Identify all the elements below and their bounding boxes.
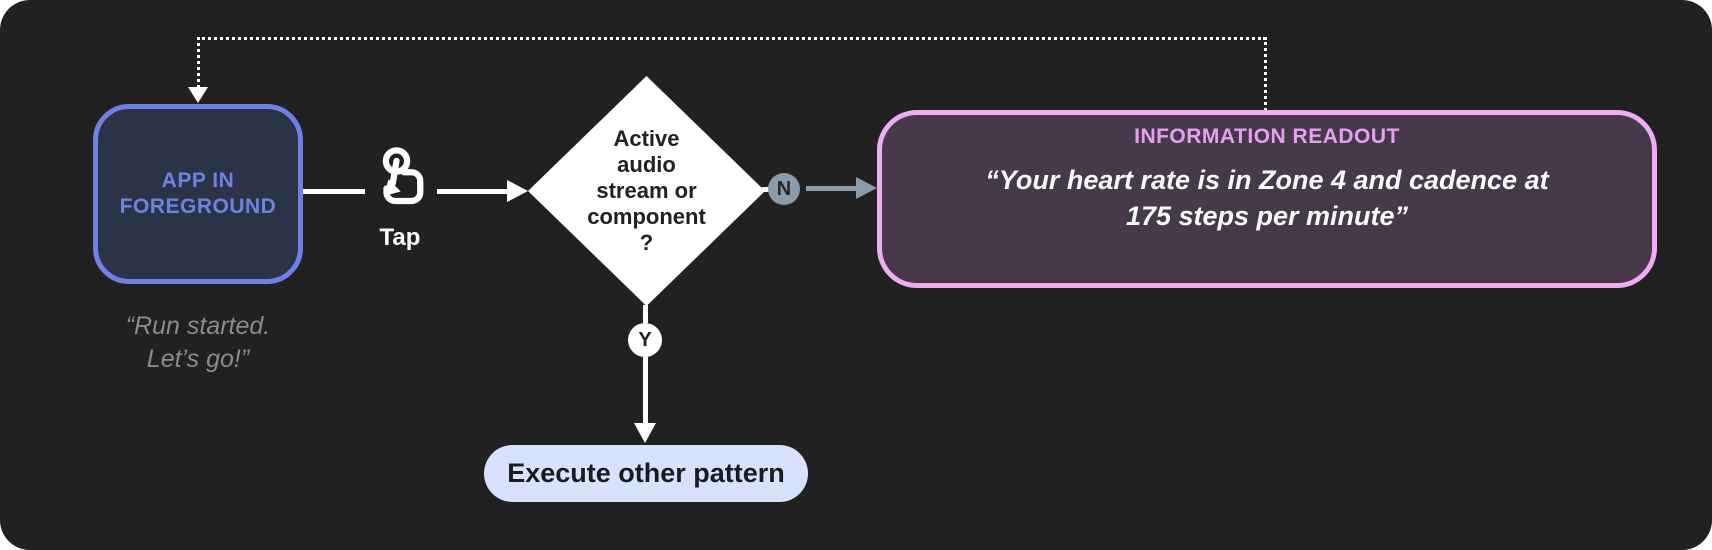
feedback-arrowhead-icon: [188, 87, 208, 103]
app-node-label-line1: APP IN: [161, 168, 235, 192]
app-caption-line1: “Run started.: [125, 312, 271, 340]
readout-quote-line1: “Your heart rate is in Zone 4 and cadenc…: [985, 165, 1549, 195]
arrowhead-to-action-icon: [634, 423, 656, 443]
no-branch-badge: N: [768, 173, 800, 205]
app-in-foreground-node: APP IN FOREGROUND: [93, 104, 303, 284]
connector-no-to-readout: [806, 186, 858, 191]
connector-yes-to-action: [643, 357, 648, 425]
execute-other-pattern-node: Execute other pattern: [484, 445, 808, 502]
decision-diamond: Active audio stream or component ?: [528, 76, 765, 306]
arrowhead-to-readout-icon: [856, 177, 877, 199]
information-readout-node: INFORMATION READOUT “Your heart rate is …: [877, 110, 1657, 288]
decision-question: Active audio stream or component ?: [587, 126, 706, 256]
readout-quote: “Your heart rate is in Zone 4 and cadenc…: [882, 163, 1652, 234]
connector-decision-to-yes: [643, 305, 648, 323]
decision-line2: audio: [617, 152, 676, 178]
feedback-dotted-line-right: [1264, 37, 1267, 111]
connector-tap-to-decision: [437, 189, 509, 194]
connector-app-to-tap: [303, 189, 365, 194]
tap-label: Tap: [379, 224, 421, 251]
app-caption-line2: Let’s go!”: [146, 344, 250, 373]
yes-branch-badge: Y: [628, 323, 662, 357]
decision-line5: ?: [639, 229, 654, 255]
decision-line1: Active: [613, 126, 680, 152]
app-node-caption: “Run started. Let’s go!”: [53, 310, 343, 375]
app-node-label-line2: FOREGROUND: [119, 195, 277, 218]
tap-gesture-icon: [382, 147, 424, 205]
decision-line4: component: [587, 203, 706, 229]
arrowhead-to-decision-icon: [507, 180, 528, 202]
decision-line3: stream or: [596, 178, 697, 204]
feedback-dotted-line-horizontal: [197, 37, 1266, 40]
readout-quote-line2: 175 steps per minute”: [1125, 200, 1409, 231]
feedback-dotted-line-left: [197, 37, 200, 88]
readout-title: INFORMATION READOUT: [1134, 125, 1400, 148]
connector-decision-to-no: [762, 187, 772, 192]
